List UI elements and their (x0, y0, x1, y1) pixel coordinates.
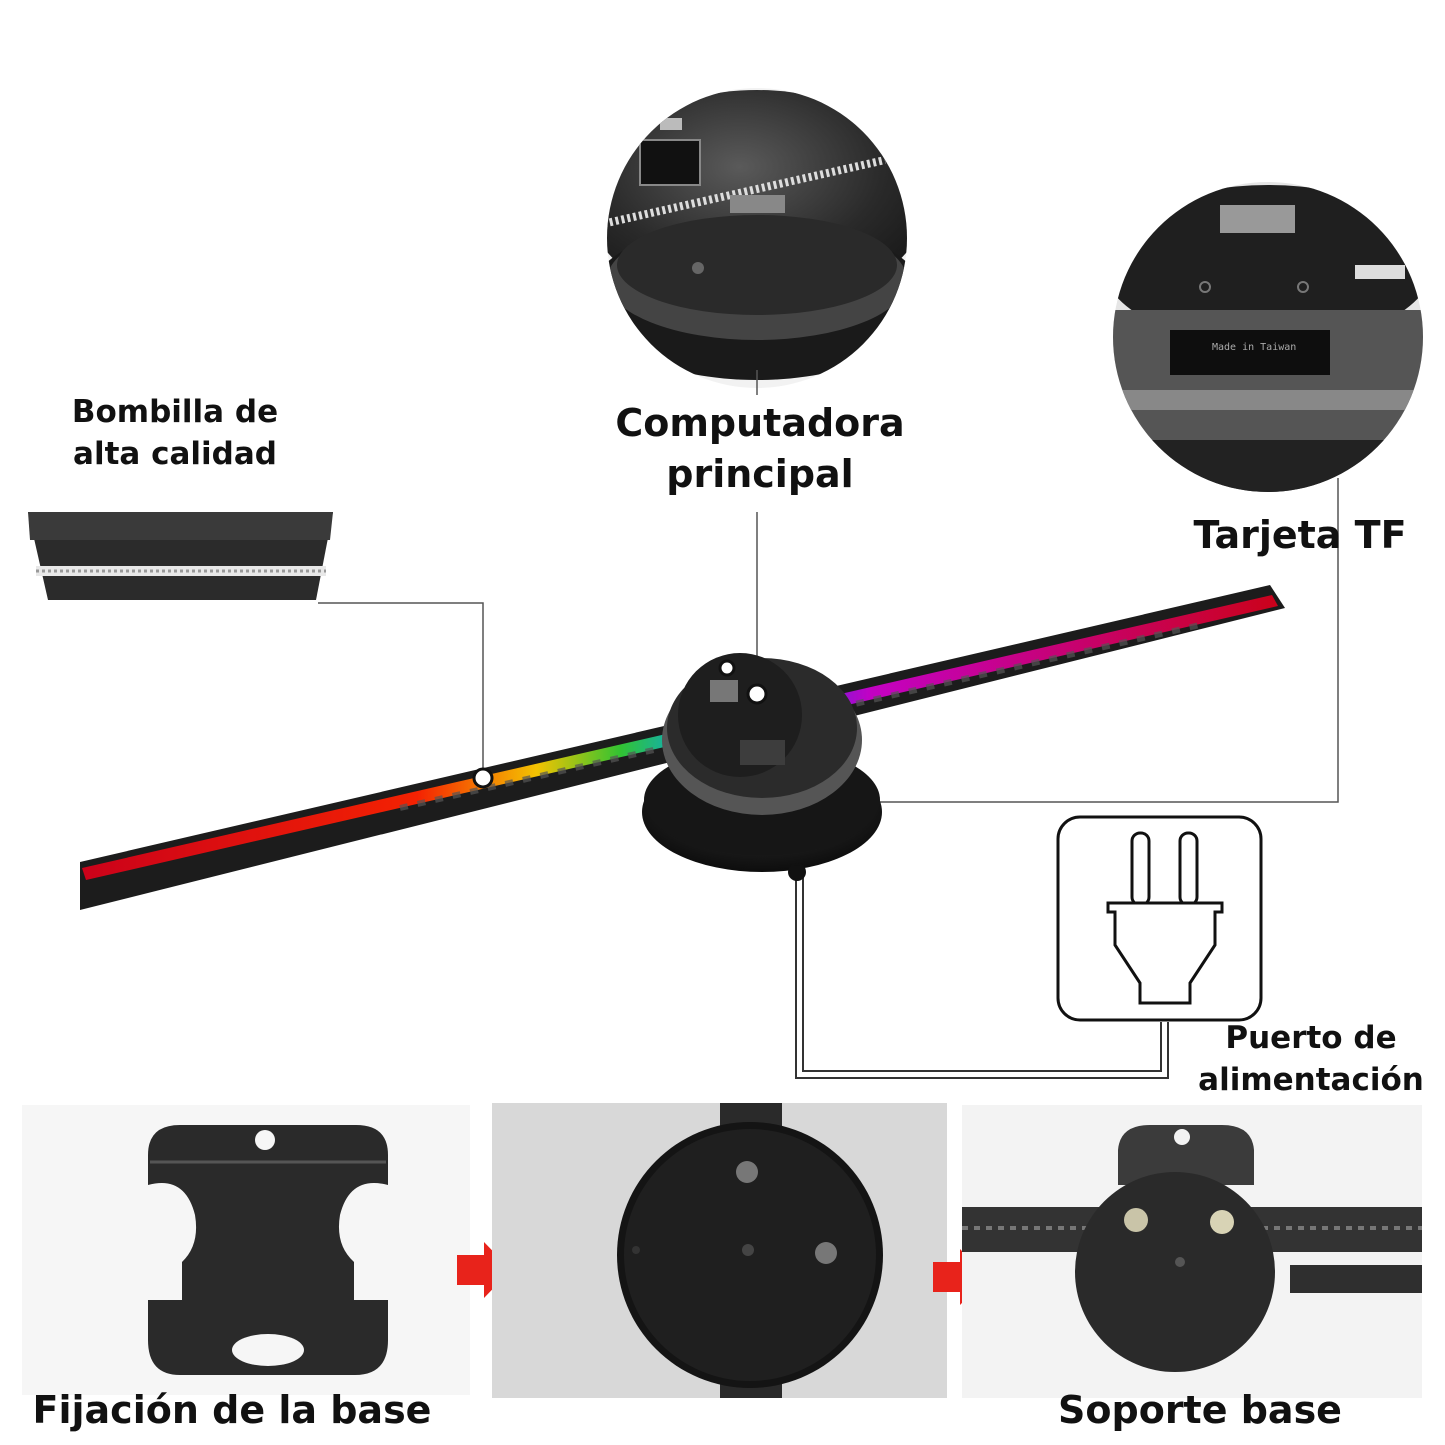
tf-card-photo (1113, 182, 1423, 492)
power-leader-line-inner (802, 872, 1162, 1072)
bulb-strip-photo (28, 512, 333, 600)
bulb-marker-dot (472, 767, 494, 789)
pcb-printed-text: Made in Taiwan (1212, 342, 1297, 353)
fan-device (80, 585, 1285, 910)
power-leader-line-outer (795, 872, 1169, 1079)
power-plug-icon (1056, 815, 1263, 1022)
base-support-label: Soporte base (1058, 1388, 1342, 1432)
power-marker-dot (788, 863, 806, 881)
power-port-label-line-2: alimentación (1198, 1061, 1424, 1098)
bulb-label: Bombilla de alta calidad (40, 392, 310, 476)
base-fixing-photo (22, 1105, 470, 1395)
main-computer-label-line-1: Computadora (615, 401, 905, 445)
main-computer-label: Computadora principal (600, 398, 920, 501)
bulb-leader-line (318, 602, 484, 775)
main-computer-label-line-2: principal (666, 452, 854, 497)
main-computer-marker-dot (746, 683, 768, 705)
main-computer-photo (607, 88, 907, 388)
bulb-label-line-2: alta calidad (73, 435, 277, 472)
tf-card-marker-dot (718, 659, 736, 677)
base-underside-photo (492, 1103, 947, 1398)
power-port-label-line-1: Puerto de (1225, 1020, 1397, 1056)
base-fixing-label: Fijación de la base (32, 1388, 432, 1432)
power-port-label: Puerto de alimentación (1188, 1018, 1434, 1102)
tf-card-label: Tarjeta TF (1193, 513, 1407, 557)
base-support-photo (962, 1105, 1422, 1398)
bulb-label-line-1: Bombilla de (71, 394, 279, 430)
